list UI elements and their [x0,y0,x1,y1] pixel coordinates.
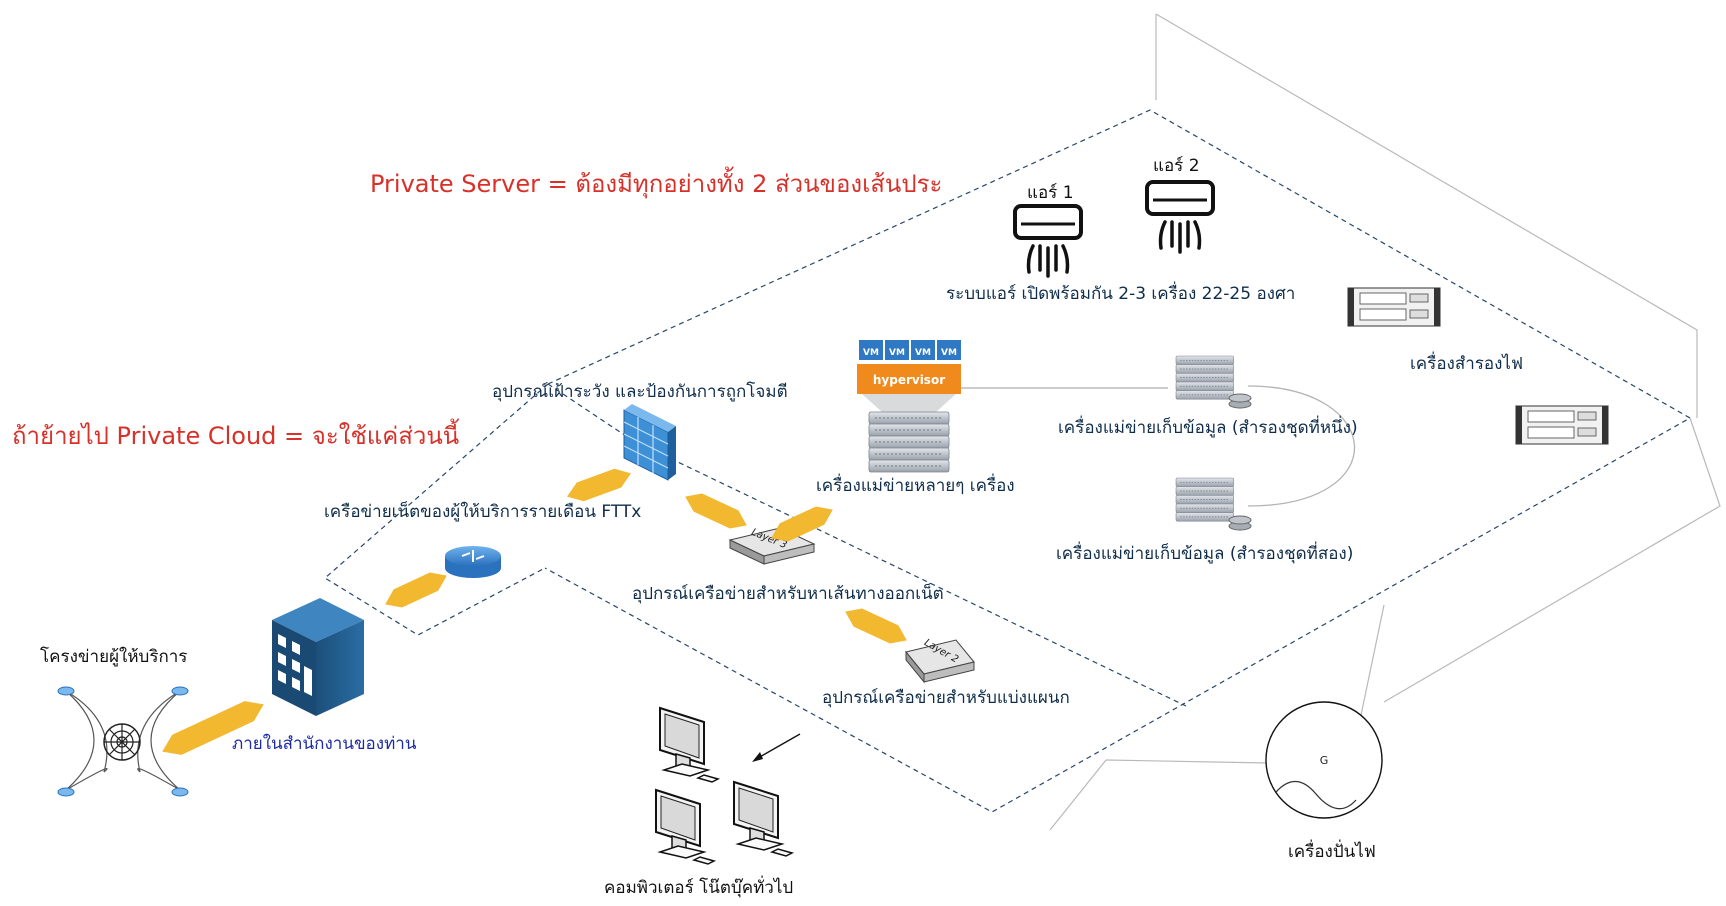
router-icon [445,546,501,578]
air-conditioner-1-icon [1013,204,1083,278]
computer-link-arrow [752,733,801,762]
vm-label-4: VM [941,348,957,358]
layer2-device-label: อุปกรณ์เครือข่ายสำหรับแบ่งแผนก [822,688,1070,708]
vm-block-4 [937,340,961,360]
provider-network-icon [57,686,189,797]
servers-label: เครื่องแม่ข่ายหลายๆ เครื่อง [816,476,1015,496]
hypervisor-layer [857,364,961,394]
computer-3-icon [733,781,793,857]
provider-network-label: โครงข่ายผู้ให้บริการ [40,647,188,667]
private-server-zone [323,109,1692,813]
air-system-label: ระบบแอร์ เปิดพร้อมกัน 2-3 เครื่อง 22-25 … [946,284,1296,304]
ups-unit-2-icon [1515,405,1609,445]
firewall-icon [623,404,676,481]
vm-label-1: VM [863,348,879,358]
vm-block-3 [911,340,935,360]
storage1-label: เครื่องแม่ข่ายเก็บข้อมูล (สำรองชุดที่หนึ… [1058,418,1358,438]
office-label: ภายในสำนักงานของท่าน [232,734,417,754]
layer3-device-label: อุปกรณ์เครือข่ายสำหรับหาเส้นทางออกเน็ต [632,584,944,604]
generator-tag: G [1320,754,1329,767]
cable-provider-office [162,701,264,755]
air1-label: แอร์ 1 [1027,183,1074,203]
vm-block-1 [859,340,883,360]
air-conditioner-2-icon [1145,180,1215,254]
server-rack-icon [868,411,950,473]
office-building-icon [272,598,364,716]
storage-server-1-icon [1175,355,1252,409]
private-server-title: Private Server = ต้องมีทุกอย่างทั้ง 2 ส่… [370,170,943,198]
vm-row: VM VM VM VM [859,340,961,360]
network-cables [162,463,912,755]
generator-icon [1265,701,1383,819]
storage-server-2-icon [1175,477,1252,531]
vm-block-2 [885,340,909,360]
generator-label: เครื่องปั่นไฟ [1288,842,1376,862]
private-cloud-title: ถ้าย้ายไป Private Cloud = จะใช้แค่ส่วนนี… [12,422,460,450]
vm-label-2: VM [889,348,905,358]
computers-label: คอมพิวเตอร์ โน๊ตบุ๊คทั่วไป [604,878,794,898]
ups-label: เครื่องสำรองไฟ [1410,354,1523,374]
cable-router-segment [380,566,452,614]
layer2-switch-icon [905,639,975,684]
hypervisor-stack: VM VM VM VM hypervisor [857,340,961,473]
firewall-label: อุปกรณ์เฝ้าระวัง และป้องกันการถูกโจมตี [492,382,788,402]
cable-l2-segment [840,602,912,650]
hypervisor-label: hypervisor [873,373,945,387]
isp-fttx-label: เครือข่ายเน็ตของผู้ให้บริการรายเดือน FTT… [324,502,642,522]
storage2-label: เครื่องแม่ข่ายเก็บข้อมูล (สำรองชุดที่สอง… [1056,544,1354,564]
cable-fw-segment [563,463,635,507]
cable-fw-l3-segment [680,487,752,535]
vm-label-3: VM [915,348,931,358]
ups-unit-1-icon [1347,287,1441,327]
computer-2-icon [655,789,715,865]
air2-label: แอร์ 2 [1153,156,1200,176]
computer-1-icon [659,707,719,783]
room-outline [1049,13,1721,831]
storage-replication-link [1247,385,1356,507]
